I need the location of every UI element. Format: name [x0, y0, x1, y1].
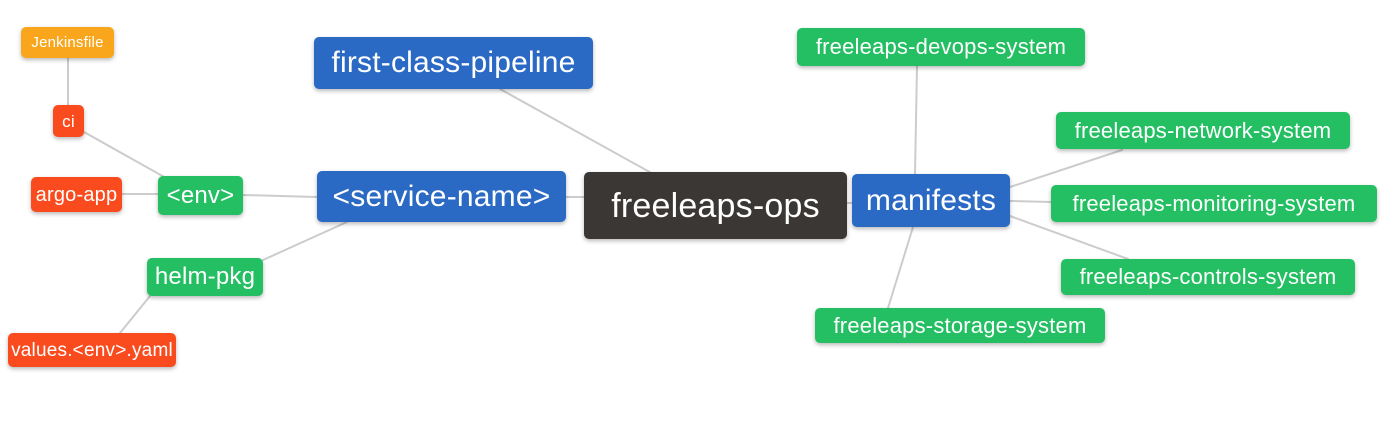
edge-manifests--freeleaps-controls-system [1009, 215, 1129, 260]
node-service-name[interactable]: <service-name> [317, 171, 566, 222]
edge-first-class-pipeline--freeleaps-ops [499, 88, 656, 176]
node-manifests[interactable]: manifests [852, 174, 1010, 227]
edge-manifests--freeleaps-devops-system [914, 65, 918, 175]
edge-service-name--helm-pkg [262, 221, 348, 261]
node-freeleaps-ops[interactable]: freeleaps-ops [584, 172, 847, 239]
edge-manifests--freeleaps-monitoring-system [1009, 200, 1052, 203]
edge-env--service-name [242, 194, 318, 198]
node-freeleaps-devops-system[interactable]: freeleaps-devops-system [797, 28, 1085, 66]
node-values-env-yaml[interactable]: values.<env>.yaml [8, 333, 176, 367]
node-jenkinsfile[interactable]: Jenkinsfile [21, 27, 114, 58]
edge-helm-pkg--values-env-yaml [119, 295, 151, 334]
node-argo-app[interactable]: argo-app [31, 177, 122, 212]
edge-manifests--freeleaps-network-system [1009, 149, 1123, 188]
node-ci[interactable]: ci [53, 105, 84, 137]
node-freeleaps-storage-system[interactable]: freeleaps-storage-system [815, 308, 1105, 343]
node-freeleaps-network-system[interactable]: freeleaps-network-system [1056, 112, 1350, 149]
node-first-class-pipeline[interactable]: first-class-pipeline [314, 37, 593, 89]
node-helm-pkg[interactable]: helm-pkg [147, 258, 263, 296]
node-freeleaps-controls-system[interactable]: freeleaps-controls-system [1061, 259, 1355, 295]
edge-ci--env [83, 131, 167, 179]
node-freeleaps-monitoring-system[interactable]: freeleaps-monitoring-system [1051, 185, 1377, 222]
edge-manifests--freeleaps-storage-system [887, 226, 914, 309]
node-env[interactable]: <env> [158, 176, 243, 215]
